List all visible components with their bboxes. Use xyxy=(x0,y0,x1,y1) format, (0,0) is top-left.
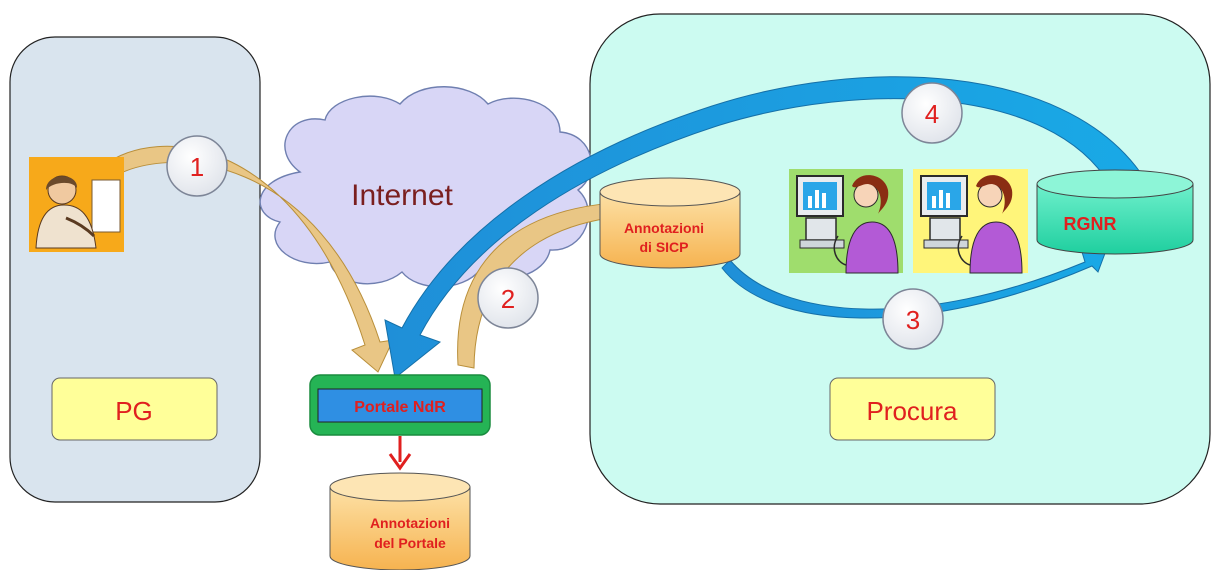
step-2-badge: 2 xyxy=(477,267,539,329)
woman-at-computer-icon xyxy=(789,169,903,274)
db-annotazioni-portale: Annotazioni del Portale xyxy=(329,472,471,570)
db-rgnr: RGNR xyxy=(1036,169,1194,255)
arrow-step-4 xyxy=(384,76,1141,379)
step-1-label: 1 xyxy=(190,152,204,182)
step-3-badge: 3 xyxy=(882,288,944,350)
woman-at-computer-icon xyxy=(913,169,1028,274)
man-at-computer-icon xyxy=(29,157,124,252)
portal-to-db-arrow xyxy=(388,436,412,471)
db-portale-line1: Annotazioni xyxy=(370,515,450,531)
pg-label: PG xyxy=(115,396,153,426)
db-annotazioni-sicp: Annotazioni di SICP xyxy=(599,177,741,269)
portale-ndr-inner xyxy=(317,388,483,423)
db-sicp-line2: di SICP xyxy=(639,239,688,255)
procura-label-box: Procura xyxy=(829,377,996,441)
step-1-badge: 1 xyxy=(166,135,228,197)
step-2-label: 2 xyxy=(501,284,515,314)
db-sicp-line1: Annotazioni xyxy=(624,220,704,236)
step-4-badge: 4 xyxy=(901,82,963,144)
arrow-step-3 xyxy=(721,239,1111,319)
db-portale-line2: del Portale xyxy=(374,535,446,551)
pg-label-box: PG xyxy=(51,377,218,441)
step-4-label: 4 xyxy=(925,99,939,129)
portale-ndr-label: Portale NdR xyxy=(354,399,446,416)
internet-label: Internet xyxy=(351,179,453,212)
step-3-label: 3 xyxy=(906,305,920,335)
procura-label: Procura xyxy=(866,396,958,426)
rgnr-label: RGNR xyxy=(1064,214,1117,234)
